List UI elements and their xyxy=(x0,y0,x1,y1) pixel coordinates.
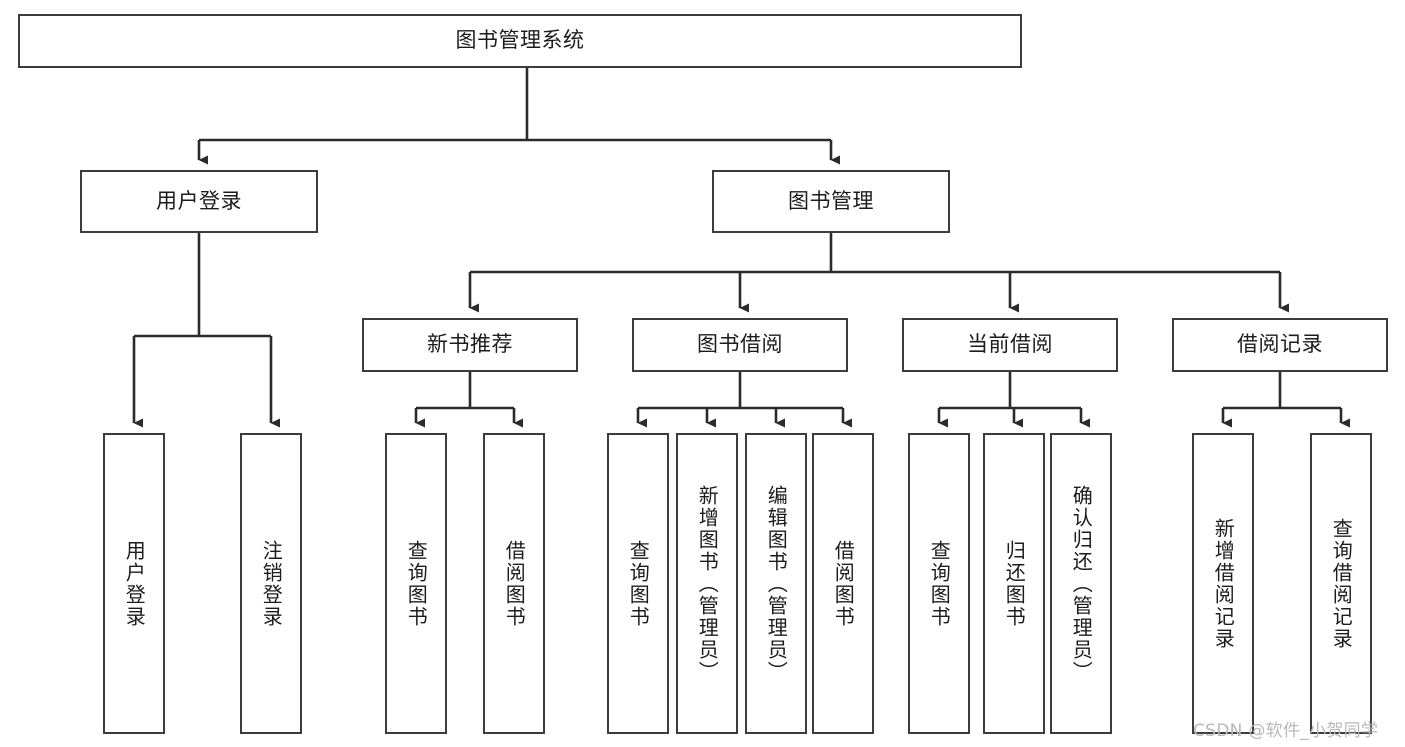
node-box-leaf-3[interactable]: 借阅图书 xyxy=(483,433,545,734)
node-label-编辑图书管理员: 编辑图书（管理员） xyxy=(764,484,789,683)
node-label-查询图书: 查询图书 xyxy=(626,539,651,628)
node-box-leaf-7[interactable]: 借阅图书 xyxy=(812,433,874,734)
node-label-图书管理系统: 图书管理系统 xyxy=(455,28,585,53)
node-label-借阅图书: 借阅图书 xyxy=(502,539,527,628)
node-label-新增图书管理员: 新增图书（管理员） xyxy=(695,484,720,683)
node-label-新书推荐: 新书推荐 xyxy=(427,332,513,357)
node-box-leaf-1[interactable]: 注销登录 xyxy=(240,433,302,734)
node-label-查询图书: 查询图书 xyxy=(927,539,952,628)
node-label-借阅图书: 借阅图书 xyxy=(831,539,856,628)
node-box-leaf-4[interactable]: 查询图书 xyxy=(607,433,669,734)
node-box-level3-3[interactable]: 借阅记录 xyxy=(1172,318,1388,372)
node-label-图书管理: 图书管理 xyxy=(788,188,874,213)
connectors xyxy=(132,68,1350,428)
node-box-level2-1[interactable]: 图书管理 xyxy=(712,170,950,233)
node-label-借阅记录: 借阅记录 xyxy=(1237,332,1323,357)
node-label-查询借阅记录: 查询借阅记录 xyxy=(1329,517,1354,650)
node-box-leaf-5[interactable]: 新增图书（管理员） xyxy=(676,433,738,734)
node-label-当前借阅: 当前借阅 xyxy=(967,332,1053,357)
node-label-确认归还管理员: 确认归还（管理员） xyxy=(1069,484,1094,683)
watermark-text: CSDN @软件_小贺同学 xyxy=(1193,721,1379,741)
node-label-注销登录: 注销登录 xyxy=(259,539,284,628)
node-label-归还图书: 归还图书 xyxy=(1002,539,1027,628)
node-box-leaf-12[interactable]: 查询借阅记录 xyxy=(1310,433,1372,734)
node-box-level3-2[interactable]: 当前借阅 xyxy=(902,318,1118,372)
node-box-level3-1[interactable]: 图书借阅 xyxy=(632,318,848,372)
node-label-用户登录: 用户登录 xyxy=(156,188,242,213)
node-label-用户登录: 用户登录 xyxy=(122,539,147,628)
node-box-leaf-0[interactable]: 用户登录 xyxy=(103,433,165,734)
node-label-新增借阅记录: 新增借阅记录 xyxy=(1211,517,1236,650)
node-box-root-0[interactable]: 图书管理系统 xyxy=(18,14,1022,68)
node-label-图书借阅: 图书借阅 xyxy=(697,332,783,357)
node-box-leaf-6[interactable]: 编辑图书（管理员） xyxy=(745,433,807,734)
node-label-查询图书: 查询图书 xyxy=(404,539,429,628)
node-box-leaf-10[interactable]: 确认归还（管理员） xyxy=(1050,433,1112,734)
node-box-leaf-8[interactable]: 查询图书 xyxy=(908,433,970,734)
node-box-level3-0[interactable]: 新书推荐 xyxy=(362,318,578,372)
node-box-leaf-9[interactable]: 归还图书 xyxy=(983,433,1045,734)
node-box-level2-0[interactable]: 用户登录 xyxy=(80,170,318,233)
node-box-leaf-11[interactable]: 新增借阅记录 xyxy=(1192,433,1254,734)
node-box-leaf-2[interactable]: 查询图书 xyxy=(385,433,447,734)
